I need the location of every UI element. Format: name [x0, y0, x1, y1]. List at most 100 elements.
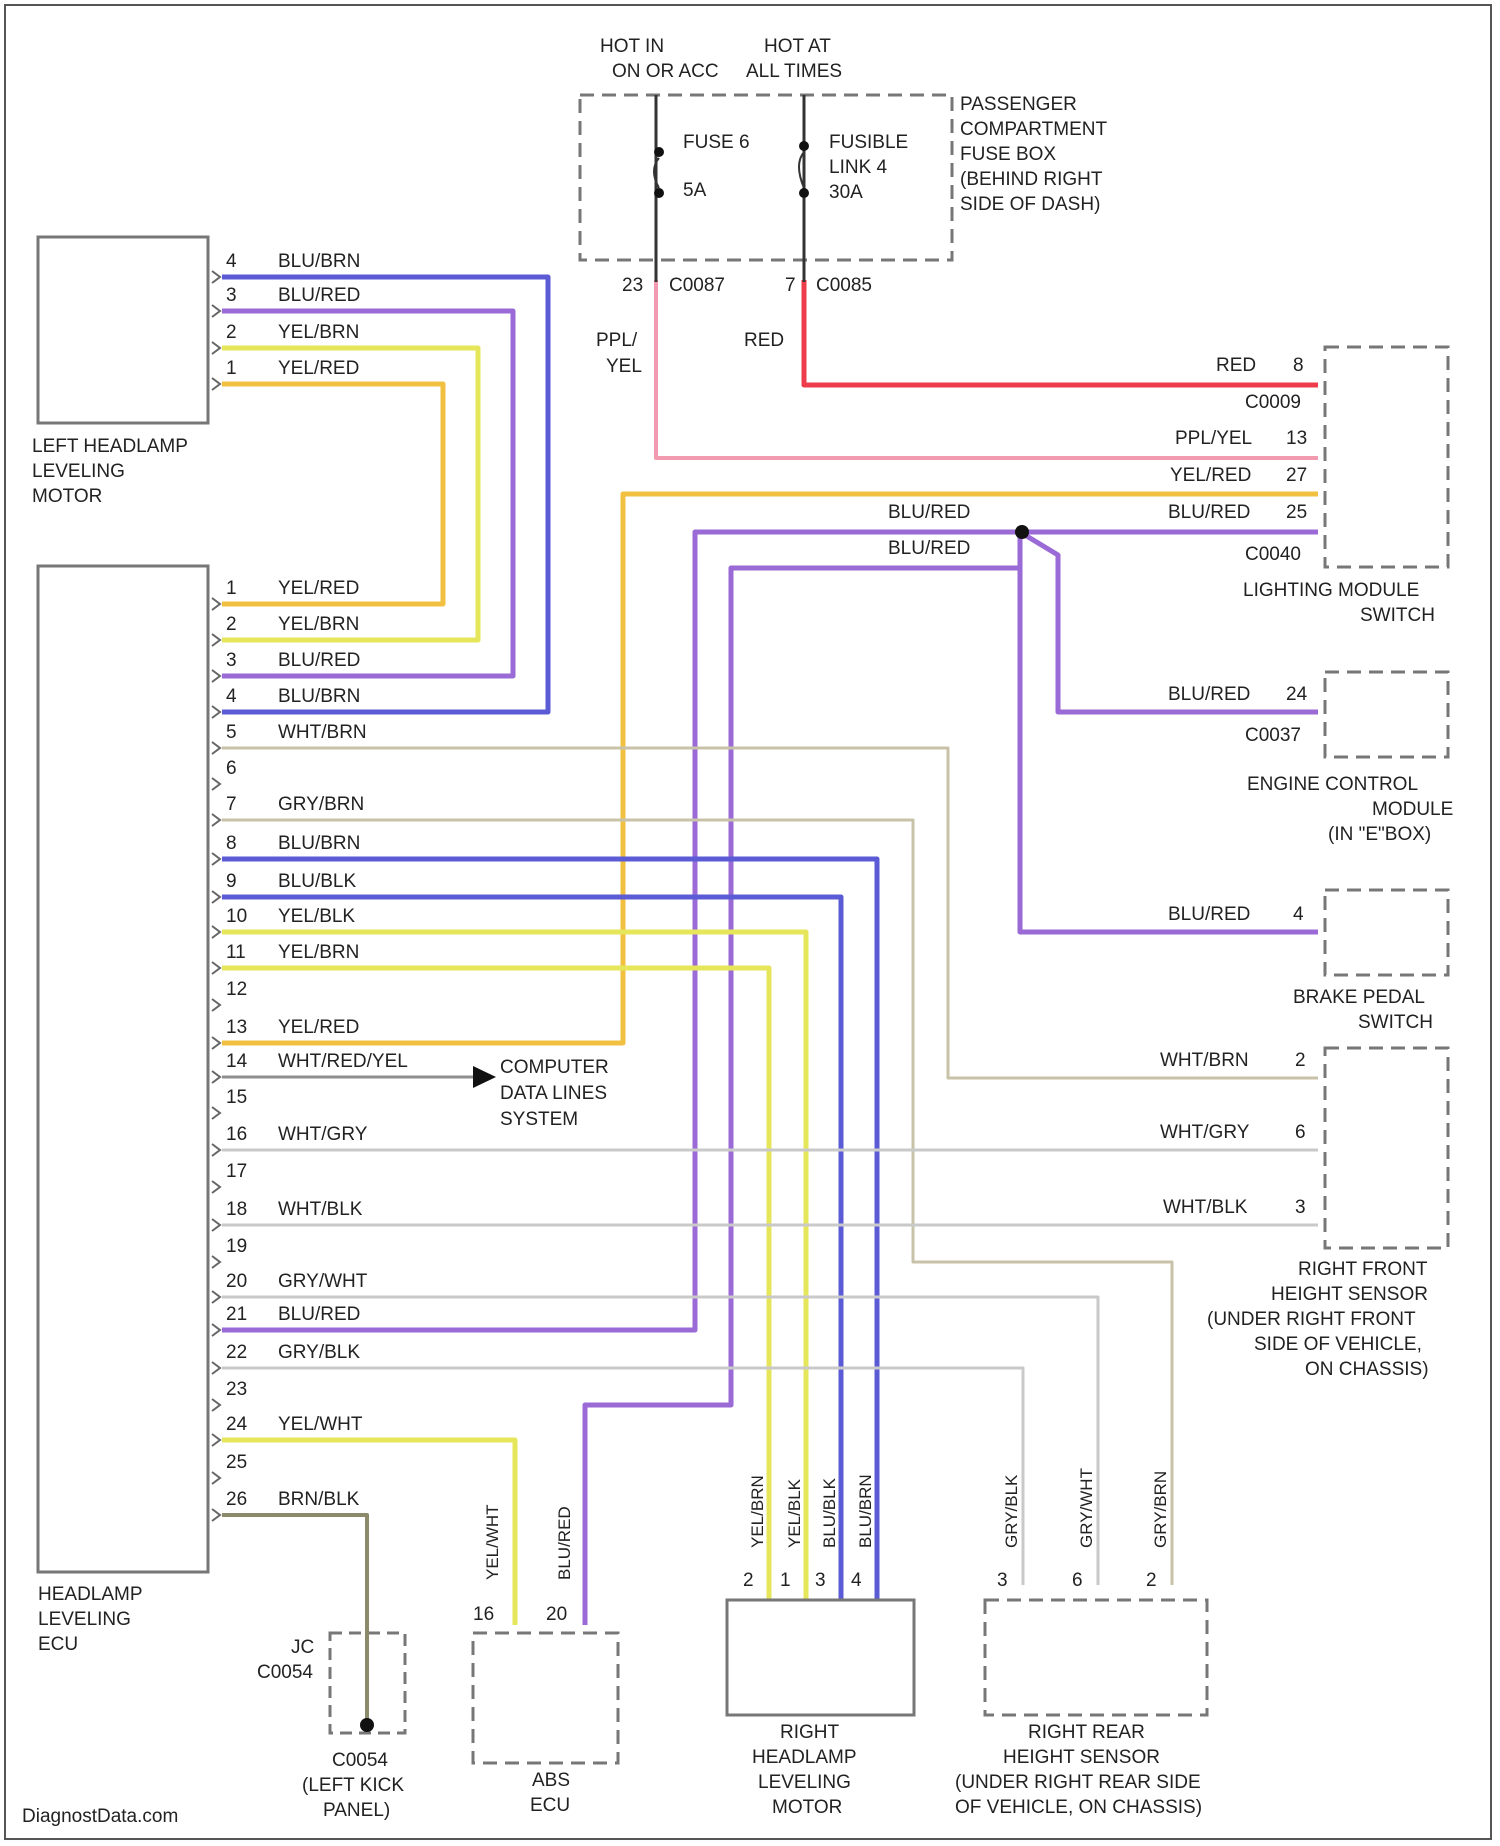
ecu-pin-number: 3 [226, 650, 237, 671]
connector-pin-mark [212, 378, 220, 390]
splice-label-upper: BLU/RED [888, 502, 970, 523]
watermark: DiagnostData.com [22, 1806, 178, 1827]
rh-wire-label: BLU/BRN [856, 1474, 875, 1548]
rf-pin-2: 6 [1295, 1122, 1306, 1143]
connector-pin-mark [212, 706, 220, 718]
connector-pin-mark [212, 742, 220, 754]
fusible-link-icon [799, 141, 809, 151]
ecu-pin-number: 4 [226, 686, 237, 707]
left-headlamp-name-2: LEVELING [32, 461, 125, 482]
connector-pin-mark [212, 926, 220, 938]
connector-pin-mark [212, 1399, 220, 1411]
ecm-name-2: MODULE [1372, 799, 1453, 820]
fusible-link-label-1: FUSIBLE [829, 132, 908, 153]
fuse-box-name-1: PASSENGER [960, 94, 1077, 115]
left-headlamp-motor-box [38, 237, 208, 423]
connector-pin-mark [212, 1509, 220, 1521]
abs-wire-1: YEL/WHT [483, 1504, 502, 1580]
ecu-pins: 1YEL/RED2YEL/BRN3BLU/RED4BLU/BRN5WHT/BRN… [212, 578, 408, 1521]
ecu-wire-label: BLU/RED [278, 650, 360, 671]
abs-pin-2: 20 [546, 1604, 567, 1625]
ecu-pin-number: 9 [226, 871, 237, 892]
rh-name-4: MOTOR [772, 1797, 842, 1818]
ecu-pin-number: 7 [226, 794, 237, 815]
ecu-pin-number: 14 [226, 1051, 248, 1072]
lhm-wire-label: YEL/RED [278, 358, 359, 379]
ecm-conn: C0037 [1245, 725, 1301, 746]
lhm-pin-number: 3 [226, 285, 237, 306]
rh-pin-number: 2 [743, 1570, 754, 1591]
fuse-box-name-3: FUSE BOX [960, 144, 1056, 165]
ecu-pin-number: 18 [226, 1199, 247, 1220]
ecu-pin-number: 26 [226, 1489, 247, 1510]
fuse-6-label: FUSE 6 [683, 132, 750, 153]
ecu-pin-number: 20 [226, 1271, 247, 1292]
ecu-wire-label: BLU/BLK [278, 871, 356, 892]
connector-pin-mark [212, 1434, 220, 1446]
ecu-name-2: LEVELING [38, 1609, 131, 1630]
rh-pin-number: 4 [851, 1570, 862, 1591]
ecu-wire-label: WHT/BRN [278, 722, 367, 743]
ecu-wire-label: YEL/BRN [278, 942, 359, 963]
wire-label-yel: YEL [606, 356, 642, 377]
ecu-pin-number: 24 [226, 1414, 248, 1435]
rh-pin-number: 3 [815, 1570, 826, 1591]
lighting-wire-blu: BLU/RED [1168, 502, 1250, 523]
rf-name-3: (UNDER RIGHT FRONT [1207, 1309, 1416, 1330]
data-lines-label-1: COMPUTER [500, 1057, 609, 1078]
connector-pin-mark [212, 1071, 220, 1083]
rr-pin-number: 6 [1072, 1570, 1083, 1591]
left-headlamp-pins: 4BLU/BRN3BLU/RED2YEL/BRN1YEL/RED [212, 251, 360, 390]
power-right-label-1: HOT AT [764, 36, 831, 57]
ecu-pin-number: 17 [226, 1161, 247, 1182]
rr-wire-label: GRY/BLK [1002, 1474, 1021, 1548]
fuse-box-name-5: SIDE OF DASH) [960, 194, 1100, 215]
rf-name-5: ON CHASSIS) [1305, 1359, 1429, 1380]
fuse-6-rating: 5A [683, 180, 707, 201]
ecu-wire-label: WHT/RED/YEL [278, 1051, 408, 1072]
rf-pin-1: 2 [1295, 1050, 1306, 1071]
ecu-pin-number: 5 [226, 722, 237, 743]
abs-name-1: ABS [532, 1770, 570, 1791]
connector-pin-mark [212, 1324, 220, 1336]
rh-pin-number: 1 [780, 1570, 791, 1591]
ecu-wire-label: BLU/BRN [278, 686, 360, 707]
ecm-name-3: (IN "E"BOX) [1328, 824, 1431, 845]
engine-module-box [1325, 672, 1448, 757]
ecu-wire-label: GRY/WHT [278, 1271, 368, 1292]
ecu-pin-number: 6 [226, 758, 237, 779]
lighting-wire-ppl: PPL/YEL [1175, 428, 1252, 449]
lighting-pin-blu: 25 [1286, 502, 1307, 523]
connector-pin-mark [212, 1037, 220, 1049]
ecu-pin-number: 12 [226, 979, 247, 1000]
lhm-wire-label: BLU/BRN [278, 251, 360, 272]
rr-wire-label: GRY/BRN [1151, 1471, 1170, 1548]
lighting-module-box [1325, 347, 1448, 567]
ecu-wire-label: YEL/RED [278, 1017, 359, 1038]
ecm-wire: BLU/RED [1168, 684, 1250, 705]
right-headlamp-motor-box [727, 1600, 914, 1715]
right-rear-sensor-box [985, 1600, 1207, 1715]
lhm-pin-number: 2 [226, 322, 237, 343]
ecu-wire-label: BLU/RED [278, 1304, 360, 1325]
lighting-pin-yel: 27 [1286, 465, 1307, 486]
rf-wire-3: WHT/BLK [1163, 1197, 1248, 1218]
wire-blu-red-left-motor [222, 311, 513, 676]
abs-name-2: ECU [530, 1795, 570, 1816]
ecu-wire-label: YEL/RED [278, 578, 359, 599]
ecu-wire-label: WHT/GRY [278, 1124, 368, 1145]
ecu-pin-number: 13 [226, 1017, 247, 1038]
connector-pin-mark [212, 891, 220, 903]
rh-name-2: HEADLAMP [752, 1747, 857, 1768]
lhm-wire-label: YEL/BRN [278, 322, 359, 343]
rh-wire-label: BLU/BLK [820, 1477, 839, 1548]
fuse-box-name-2: COMPARTMENT [960, 119, 1107, 140]
rh-name-3: LEVELING [758, 1772, 851, 1793]
ecu-wire-label: GRY/BLK [278, 1342, 360, 1363]
rf-wire-2: WHT/GRY [1160, 1122, 1250, 1143]
brake-switch-box [1325, 890, 1448, 975]
connector-pin-mark [212, 342, 220, 354]
ecu-pin-number: 25 [226, 1452, 247, 1473]
ecu-wire-label: YEL/WHT [278, 1414, 363, 1435]
